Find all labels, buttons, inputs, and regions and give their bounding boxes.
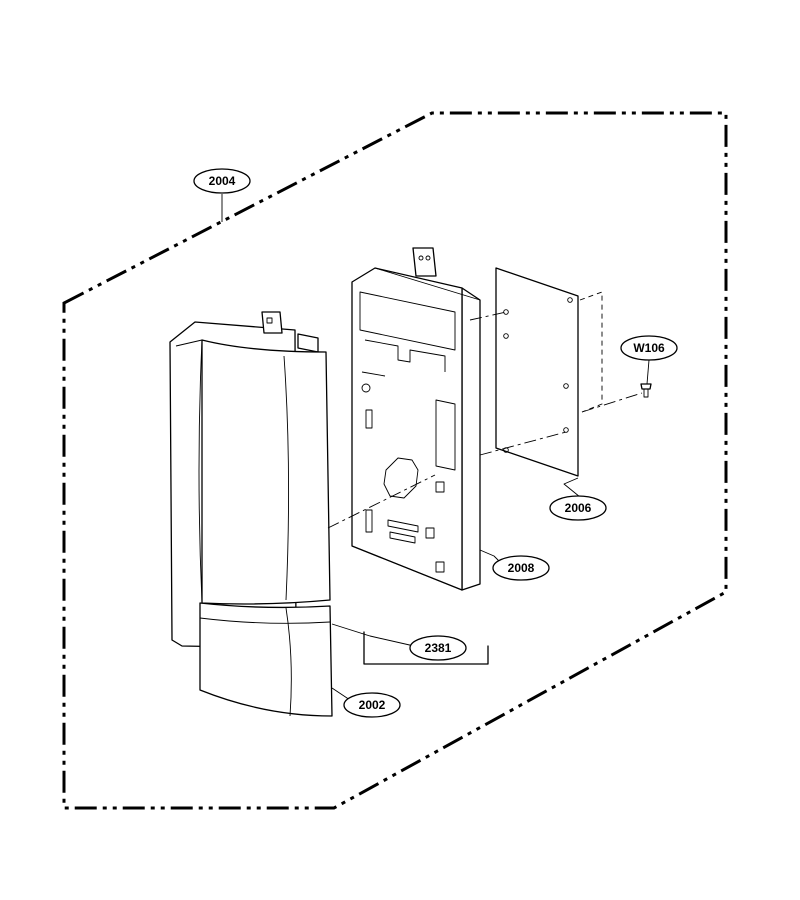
alignment-line	[327, 474, 436, 529]
screw-w106	[640, 383, 652, 398]
callout-2004: 2004	[193, 168, 251, 194]
callout-2381-text: 2381	[425, 641, 452, 655]
control-pcb	[495, 267, 603, 477]
leader-lines	[221, 194, 650, 701]
assembly-boundary	[62, 111, 728, 810]
callout-2006-text: 2006	[565, 501, 592, 515]
callout-2004-text: 2004	[209, 174, 236, 188]
callout-2002-text: 2002	[359, 698, 386, 712]
callout-w106: W106	[620, 335, 678, 361]
callout-w106-text: W106	[633, 341, 665, 355]
callout-2006: 2006	[549, 495, 607, 521]
control-bracket	[351, 247, 481, 591]
bracket-2381	[363, 631, 489, 665]
alignment-line	[479, 431, 567, 456]
alignment-line	[469, 311, 507, 321]
callout-2008-text: 2008	[508, 561, 535, 575]
callout-2008: 2008	[492, 555, 550, 581]
callout-2002: 2002	[343, 692, 401, 718]
door-front-panel	[169, 311, 333, 717]
callout-2381: 2381	[409, 635, 467, 661]
alignment-line	[581, 392, 643, 413]
